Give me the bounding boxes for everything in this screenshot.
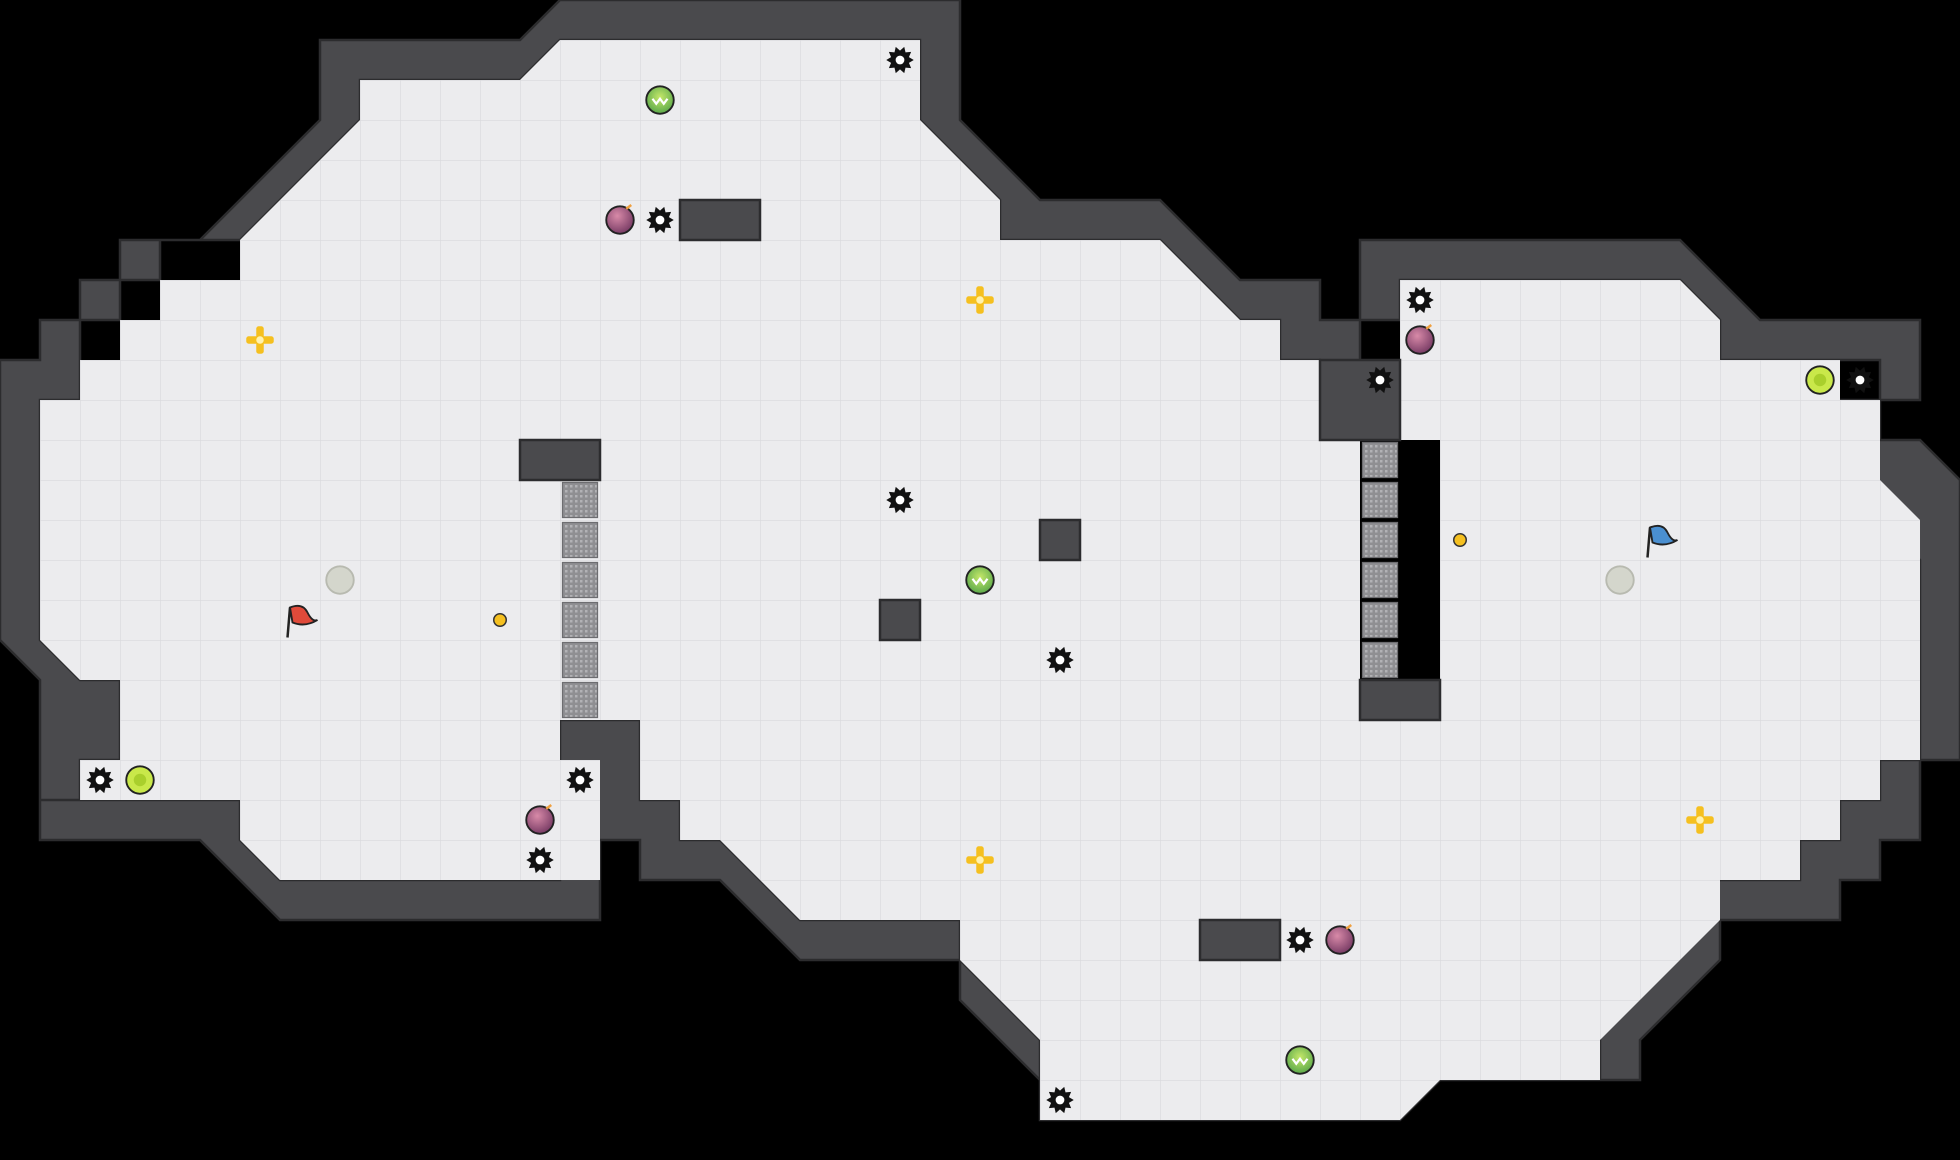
boost-icon [966, 846, 994, 874]
bomb-icon [525, 804, 555, 835]
bombs-layer [525, 204, 1435, 955]
spike-icon [86, 766, 114, 794]
boost-icon [966, 286, 994, 314]
powerup-icon [1285, 1045, 1315, 1075]
spike-icon [566, 766, 594, 794]
neutral-orb [1805, 365, 1835, 395]
spike-icon [1046, 1086, 1074, 1114]
bomb-icon [1405, 324, 1435, 355]
gate-tile [561, 521, 599, 559]
boosts-layer [246, 286, 1714, 874]
gate-tile [1361, 561, 1399, 599]
gate-tile [1361, 521, 1399, 559]
spike-icon [1046, 646, 1074, 674]
spawn-layer [325, 533, 1635, 627]
small-boost [493, 613, 507, 627]
bomb-icon [605, 204, 635, 235]
wall-block [518, 438, 602, 482]
wall-block [678, 198, 762, 242]
powerups-layer [645, 85, 1315, 1075]
powerup-icon [965, 565, 995, 595]
obstacles [518, 198, 1442, 962]
boost-icon [1686, 806, 1714, 834]
wall-block [1358, 678, 1442, 722]
orbs-layer [125, 365, 1835, 795]
spike-icon [1406, 286, 1434, 314]
spike-icon [1846, 366, 1874, 394]
spawn-marker [1605, 565, 1635, 595]
wall-block [1198, 918, 1282, 962]
gate-tile [1361, 601, 1399, 639]
gate-tile [561, 641, 599, 679]
left-room [0, 0, 1960, 1122]
small-boost [1453, 533, 1467, 547]
spike-icon [886, 46, 914, 74]
blue-flag-icon [1646, 524, 1678, 558]
bomb-icon [1325, 924, 1355, 955]
wall-block [1038, 518, 1082, 562]
spike-icon [646, 206, 674, 234]
flags-layer [286, 524, 1678, 638]
spikes-layer [86, 46, 1874, 1114]
gate-tile [561, 681, 599, 719]
gate-tile [561, 601, 599, 639]
gate-tile [1361, 641, 1399, 679]
wall-block [878, 598, 922, 642]
right-room-floor [1400, 280, 1840, 400]
gate-tile [1361, 441, 1399, 479]
red-flag-icon [286, 604, 318, 638]
spike-icon [1366, 366, 1394, 394]
spike-icon [1286, 926, 1314, 954]
wall-block [1318, 358, 1402, 442]
powerup-icon [645, 85, 675, 115]
gate-tile [561, 561, 599, 599]
spike-icon [526, 846, 554, 874]
neutral-orb [125, 765, 155, 795]
gate-tile [561, 481, 599, 519]
spike-icon [886, 486, 914, 514]
spawn-marker [325, 565, 355, 595]
gate-tile [1361, 481, 1399, 519]
gates-layer [561, 441, 1399, 719]
boost-icon [246, 326, 274, 354]
